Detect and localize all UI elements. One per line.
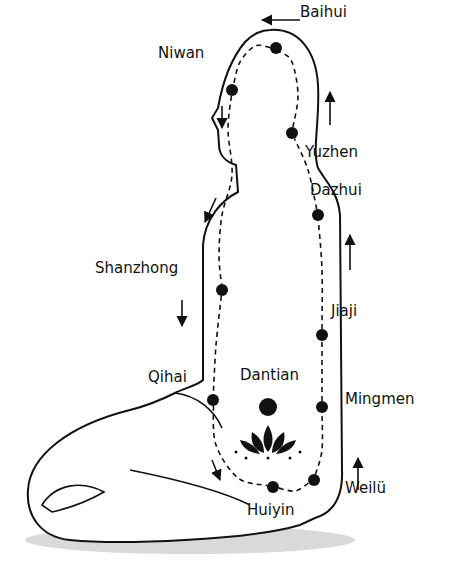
orbit-path [219, 96, 232, 284]
acupoint-dot: Mingmen [316, 401, 328, 413]
point-label: Shanzhong [95, 259, 178, 277]
point-label: Dazhui [310, 181, 362, 199]
acupoint-dot: Dazhui [312, 209, 324, 221]
acupoint-dot: Jiaji [316, 329, 328, 341]
point-label: Mingmen [345, 390, 415, 408]
acupoint-dot: Huiyin [267, 481, 279, 493]
point-label: Baihui [300, 3, 347, 21]
acupoint-dot: Yuzhen [286, 127, 298, 139]
orbit-path [279, 483, 309, 491]
acupoint-dot: Qihai [207, 394, 219, 406]
orbit-path [321, 341, 323, 401]
energy-center-dot: Dantian [259, 398, 277, 416]
body-outline [28, 30, 342, 542]
orbit-path [213, 406, 267, 486]
point-label: Weilü [345, 479, 386, 497]
point-label: Huiyin [247, 501, 295, 519]
arm-line [175, 393, 222, 428]
acupoint-dot: Niwan [226, 84, 238, 96]
orbit-path [234, 45, 270, 84]
orbit-path [316, 413, 323, 474]
flow-arrows [182, 20, 358, 490]
point-label: Niwan [158, 44, 204, 62]
foot-outline [42, 485, 104, 512]
leg-fold [130, 470, 250, 505]
orbit-path [213, 296, 221, 394]
orbit-path [318, 221, 322, 329]
point-label: Yuzhen [305, 143, 358, 161]
acupoint-dot: Weilü [308, 474, 320, 486]
acupoint-dot: Shanzhong [216, 284, 228, 296]
point-label: Jiaji [331, 302, 357, 320]
point-label: Dantian [240, 366, 299, 384]
lotus-fire [235, 425, 302, 460]
point-label: Qihai [148, 368, 187, 386]
orbit-path [281, 52, 299, 127]
acupoint-dot: Baihui [270, 42, 282, 54]
